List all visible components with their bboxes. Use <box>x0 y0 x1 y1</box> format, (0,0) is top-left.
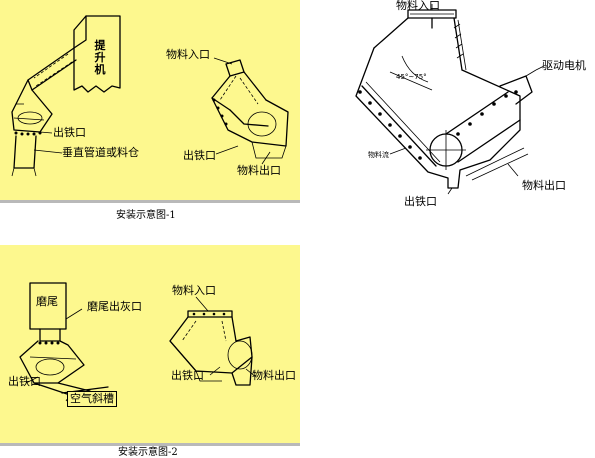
detail-iron-outlet-label: 出铁口 <box>404 195 437 208</box>
fig1-right-bolts <box>212 98 228 126</box>
fig1-left-iron-outlet-label: 出铁口 <box>53 126 86 139</box>
fig1-right-material-outlet-label: 物料出口 <box>237 164 281 177</box>
fig1-panel: 提 升 机 出铁口 垂直管道或料仓 物料入口 出铁口 物料出口 <box>0 0 300 200</box>
fig1-right-diagram <box>211 57 289 165</box>
fig2-left-bolts <box>38 341 60 345</box>
flow-label: 物料流 <box>368 151 389 159</box>
fig2-right-iron-outlet-label: 出铁口 <box>171 369 204 382</box>
fig2-right-diagram <box>169 296 257 386</box>
mill-tail-label: 磨尾 <box>36 295 58 308</box>
fig2-caption: 安装示意图-2 <box>118 447 178 458</box>
fig2-right-material-inlet-label: 物料入口 <box>172 284 216 297</box>
vertical-pipe-label: 垂直管道或料仓 <box>62 146 139 159</box>
fig1-panel-shadow <box>0 200 300 203</box>
fig2-panel-shadow <box>0 443 300 446</box>
elevator-label-char-3: 机 <box>94 63 106 76</box>
fig2-panel: 磨尾 磨尾出灰口 出铁口 空气斜槽 物料入口 出铁口 物料出口 <box>0 245 300 443</box>
drive-motor-label: 驱动电机 <box>542 59 586 72</box>
fig2-right-material-outlet-label: 物料出口 <box>252 369 296 382</box>
fig1-left-diagram <box>11 15 121 177</box>
detail-material-outlet-label: 物料出口 <box>522 179 566 192</box>
detail-bolts <box>358 90 518 160</box>
fig2-left-iron-outlet-label: 出铁口 <box>8 375 41 388</box>
fig2-right-flange-bolts <box>192 312 226 316</box>
elevator-label-char-1: 提 <box>94 39 106 52</box>
mill-tail-ash-outlet-label: 磨尾出灰口 <box>87 300 142 313</box>
air-slide-label: 空气斜槽 <box>67 391 117 407</box>
detail-material-inlet-label: 物料入口 <box>396 0 440 12</box>
angle-label: 45°~75° <box>396 73 427 81</box>
fig1-right-iron-outlet-label: 出铁口 <box>183 149 216 162</box>
elevator-label-char-2: 升 <box>94 51 106 64</box>
fig1-caption: 安装示意图-1 <box>116 210 176 221</box>
detail-drawing <box>355 4 545 195</box>
fig1-right-material-inlet-label: 物料入口 <box>166 48 210 61</box>
elevator-label: 提 升 机 <box>94 40 106 76</box>
